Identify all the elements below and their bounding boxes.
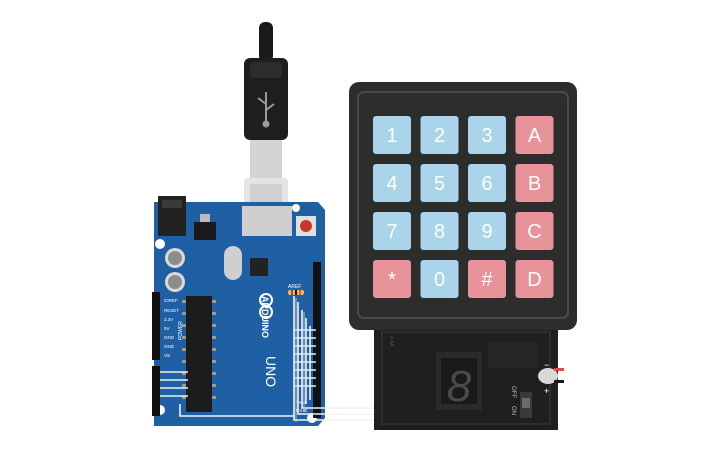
jumper-wires[interactable] bbox=[160, 296, 380, 421]
header-label-reset: RESET bbox=[164, 308, 179, 313]
arduino-brand-text: ARDUINO bbox=[260, 296, 270, 338]
seven-segment-display: 8 bbox=[436, 352, 482, 411]
usb-chip bbox=[250, 258, 268, 276]
switch-off-label: OFF bbox=[510, 386, 516, 398]
crystal-oscillator bbox=[224, 246, 242, 280]
atmega-chip bbox=[182, 296, 216, 412]
arduino-model-text: UNO bbox=[263, 356, 279, 387]
keypad-key-hash[interactable]: # bbox=[468, 260, 506, 298]
keypad-key-star[interactable]: * bbox=[373, 260, 411, 298]
digital-header bbox=[313, 262, 321, 418]
power-switch[interactable] bbox=[520, 392, 532, 418]
keypad-key-3[interactable]: 3 bbox=[468, 116, 506, 154]
keypad-key-a[interactable]: A bbox=[515, 116, 554, 154]
keypad-key-2[interactable]: 2 bbox=[420, 116, 459, 154]
rx-label: RX◂0 bbox=[296, 408, 308, 413]
keypad-key-label: 1 bbox=[386, 125, 397, 147]
resistor bbox=[288, 290, 304, 295]
switch-on-label: ON bbox=[510, 406, 516, 415]
seven-segment-digit: 8 bbox=[447, 362, 472, 411]
analog-header bbox=[152, 366, 160, 416]
usb-icon bbox=[257, 92, 275, 128]
keypad-key-d[interactable]: D bbox=[515, 260, 554, 298]
reset-button[interactable] bbox=[296, 216, 316, 236]
keypad-key-b[interactable]: B bbox=[515, 164, 554, 202]
keypad-key-label: 9 bbox=[481, 221, 492, 243]
keypad-key-label: C bbox=[527, 221, 541, 243]
keypad-key-0[interactable]: 0 bbox=[420, 260, 459, 298]
keypad-key-label: * bbox=[388, 269, 396, 291]
keypad-4x4[interactable]: 1 2 3 A 4 5 6 B 7 8 9 C * 0 # D bbox=[349, 82, 577, 330]
arduino-uno-board[interactable]: IOREF RESET 3.3V 5V GND GND Vin POWER bbox=[152, 196, 325, 426]
keypad-key-6[interactable]: 6 bbox=[468, 164, 506, 202]
power-label: POWER bbox=[178, 321, 184, 340]
header-label-5v: 5V bbox=[164, 326, 170, 331]
usb-socket bbox=[242, 206, 292, 236]
capacitor bbox=[165, 248, 185, 268]
keypad-key-7[interactable]: 7 bbox=[373, 212, 411, 250]
battery-label: 2 AA bbox=[388, 336, 394, 347]
capacitor bbox=[165, 272, 185, 292]
mounting-hole bbox=[155, 239, 165, 249]
keypad-key-label: 5 bbox=[434, 173, 445, 195]
keypad-key-label: # bbox=[481, 269, 493, 291]
keypad-key-label: 4 bbox=[386, 173, 397, 195]
wire-shadows bbox=[295, 298, 305, 422]
keypad-key-label: A bbox=[528, 125, 542, 147]
plus-terminal-label: + bbox=[544, 386, 549, 396]
mounting-hole bbox=[292, 204, 300, 212]
battery-terminals bbox=[538, 368, 564, 384]
aref-label: AREF bbox=[288, 284, 301, 290]
voltage-regulator bbox=[194, 222, 216, 240]
header-label-gnd2: GND bbox=[164, 344, 175, 349]
header-label-gnd1: GND bbox=[164, 335, 175, 340]
keypad-key-label: B bbox=[528, 173, 541, 195]
header-label-3v3: 3.3V bbox=[164, 317, 173, 322]
keypad-key-label: 2 bbox=[434, 125, 445, 147]
keypad-key-1[interactable]: 1 bbox=[373, 116, 411, 154]
keypad-key-5[interactable]: 5 bbox=[420, 164, 459, 202]
minus-terminal-label: − bbox=[544, 360, 549, 370]
keypad-key-8[interactable]: 8 bbox=[420, 212, 459, 250]
header-label-vin: Vin bbox=[164, 353, 171, 358]
header-label-ioref: IOREF bbox=[164, 298, 178, 303]
arduino-logo bbox=[259, 293, 273, 319]
keypad-key-label: 8 bbox=[434, 221, 445, 243]
keypad-key-label: 6 bbox=[481, 173, 492, 195]
keypad-key-label: 7 bbox=[386, 221, 397, 243]
keypad-key-label: D bbox=[527, 269, 541, 291]
power-header bbox=[152, 292, 160, 360]
keypad-key-label: 3 bbox=[481, 125, 492, 147]
keypad-key-4[interactable]: 4 bbox=[373, 164, 411, 202]
keypad-key-9[interactable]: 9 bbox=[468, 212, 506, 250]
keypad-key-label: 0 bbox=[434, 269, 445, 291]
keypad-key-c[interactable]: C bbox=[515, 212, 554, 250]
